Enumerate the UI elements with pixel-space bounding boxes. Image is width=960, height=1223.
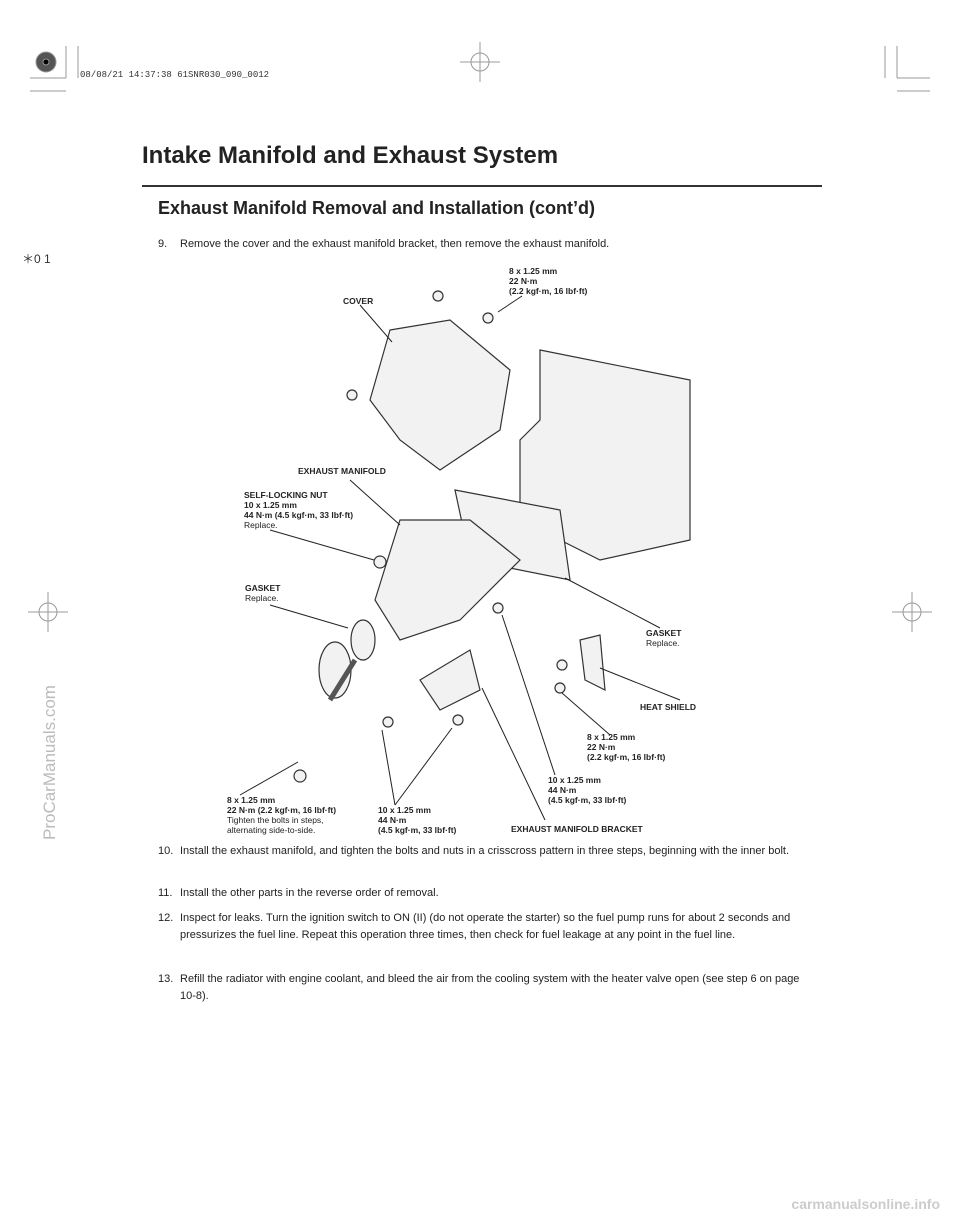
page-title: Intake Manifold and Exhaust System: [142, 142, 559, 169]
title-divider: [142, 185, 822, 187]
revision-marker: ＊0 1: [22, 252, 51, 266]
gasket-left-part: [350, 619, 376, 661]
label-heat-shield: HEAT SHIELD: [640, 702, 697, 712]
step-12: 12.Inspect for leaks. Turn the ignition …: [158, 912, 791, 941]
exploded-diagram: [293, 290, 691, 783]
watermark: ProCarManuals.com: [40, 685, 59, 840]
step-10: 10.Install the exhaust manifold, and tig…: [158, 845, 790, 857]
leader-lines: [239, 295, 681, 821]
exhaust-manifold-part: [374, 519, 521, 641]
bracket-part: [419, 649, 481, 711]
cover-part: [369, 319, 511, 471]
step-number: 9.: [158, 238, 168, 250]
step-9: 9. Remove the cover and the exhaust manif…: [158, 236, 808, 253]
step-11: 11.Install the other parts in the revers…: [158, 887, 439, 899]
nut-part: [373, 555, 387, 569]
heat-shield-part: [579, 634, 606, 692]
label-bracket: EXHAUST MANIFOLD BRACKET: [511, 824, 643, 834]
step-text: Remove the cover and the exhaust manifol…: [180, 238, 610, 250]
registration-marks: [28, 42, 932, 632]
print-stamp: 08/08/21 14:37:38 61SNR030_090_0012: [80, 70, 270, 80]
section-title: Exhaust Manifold Removal and Installatio…: [158, 198, 596, 218]
label-exhaust-manifold: EXHAUST MANIFOLD: [298, 466, 386, 476]
step-13: 13.Refill the radiator with engine coola…: [158, 973, 800, 1002]
label-cover: COVER: [343, 296, 374, 306]
footer-watermark: carmanualsonline.info: [791, 1196, 940, 1212]
